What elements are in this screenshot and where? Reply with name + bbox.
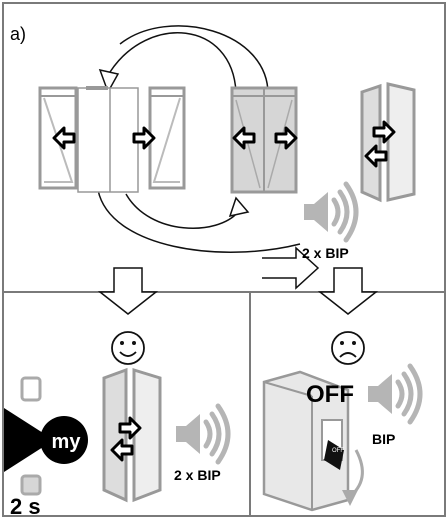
off-label: OFF (306, 381, 354, 408)
beep-label-top: 2 x BIP (302, 245, 349, 261)
outer-frame (2, 2, 446, 517)
remote-button-up-icon (20, 376, 42, 402)
smiley-happy-icon (111, 331, 145, 365)
logo-text: my (52, 431, 82, 453)
shutter-perspective-bottom (102, 367, 162, 503)
shutter-closed-middle (230, 86, 298, 194)
panel-label: a) (10, 24, 26, 44)
speaker-icon (304, 184, 356, 240)
duration-label: 2 s (10, 494, 41, 519)
beep-label-right: BIP (372, 431, 395, 447)
loop-arrow-bottom (97, 189, 301, 253)
loop-arrow-top (109, 32, 237, 93)
speaker-icon-middle (176, 406, 228, 462)
remote-button-hold-icon (20, 474, 42, 496)
beep-label-middle: 2 x BIP (174, 467, 221, 483)
switch-label: OFF (332, 448, 344, 454)
shutter-open-left (38, 86, 186, 193)
down-arrow-right (317, 267, 379, 315)
down-arrow-left (97, 267, 159, 315)
circuit-breaker-icon: OFF (262, 370, 364, 512)
shutter-perspective-right (360, 82, 416, 203)
remote-logo-icon: my (4, 408, 88, 472)
smiley-sad-icon (331, 331, 365, 365)
speaker-icon-right (368, 366, 420, 422)
